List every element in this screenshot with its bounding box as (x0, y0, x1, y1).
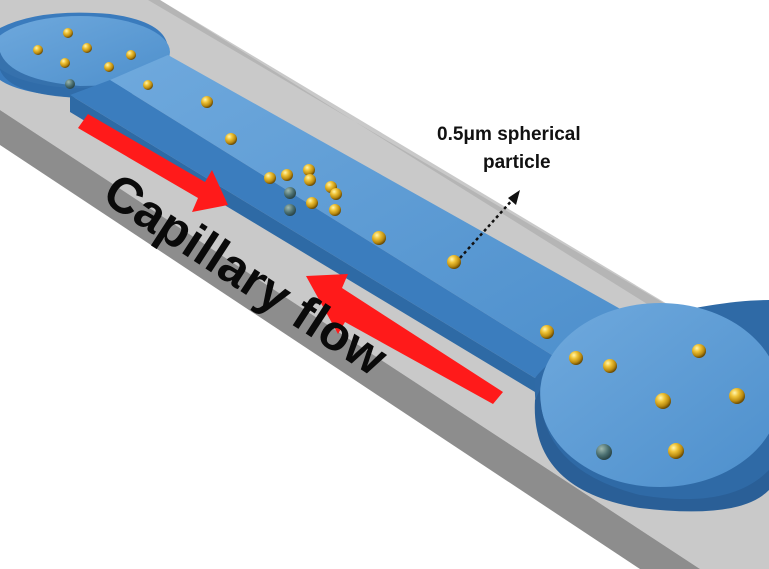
particle (655, 393, 671, 409)
particle (284, 204, 296, 216)
particle (668, 443, 684, 459)
particle (201, 96, 213, 108)
particle (225, 133, 237, 145)
particle (692, 344, 706, 358)
particle (540, 325, 554, 339)
particle (447, 255, 461, 269)
particle (65, 79, 75, 89)
right-reservoir (534, 300, 769, 512)
annotation-label-line1: 0.5μm spherical (437, 124, 581, 145)
particle (596, 444, 612, 460)
particle (569, 351, 583, 365)
particle (330, 188, 342, 200)
flow-arrow-return (306, 274, 503, 404)
particle (729, 388, 745, 404)
particle (603, 359, 617, 373)
substrate-side (0, 110, 700, 569)
particle (264, 172, 276, 184)
particle (329, 204, 341, 216)
flow-arrow-forward (78, 114, 228, 212)
particle (372, 231, 386, 245)
particle (281, 169, 293, 181)
particle (306, 197, 318, 209)
annotation-arrowhead (508, 190, 520, 205)
particle (143, 80, 153, 90)
particle (303, 164, 315, 176)
particle (104, 62, 114, 72)
particle (60, 58, 70, 68)
annotation-label-line2: particle (483, 152, 551, 173)
particles (33, 28, 745, 460)
particle (304, 174, 316, 186)
particle (284, 187, 296, 199)
particle (126, 50, 136, 60)
particle (82, 43, 92, 53)
annotation-pointer (459, 197, 515, 259)
microchannel (70, 55, 640, 392)
particle (33, 45, 43, 55)
particle (63, 28, 73, 38)
